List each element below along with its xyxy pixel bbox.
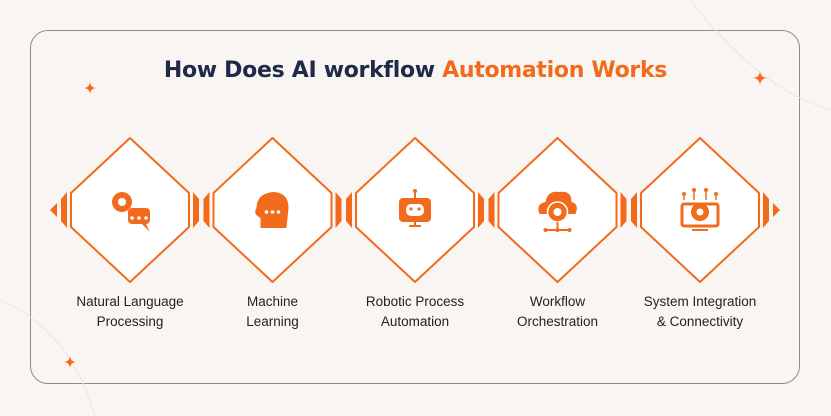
connector-wedge — [763, 192, 769, 228]
step-node — [61, 137, 199, 283]
arrow-left-icon — [50, 203, 57, 217]
decorative-arc — [689, 0, 831, 111]
title-accent: Automation Works — [442, 58, 668, 83]
step-label-line1: Natural Language — [76, 294, 184, 309]
decorative-arc — [0, 299, 96, 416]
step-label-line1: Robotic Process — [365, 294, 465, 309]
connector-wedge — [478, 192, 484, 228]
step-label-line1: Workflow — [529, 294, 586, 309]
connector-wedge — [203, 192, 210, 228]
step-label: System Integration & Connectivity — [615, 292, 785, 332]
title-main: How Does AI workflow — [163, 58, 435, 83]
page-title: How Does AI workflow Automation Works — [0, 58, 831, 83]
connector-wedge — [488, 192, 495, 228]
sparkle-icon — [752, 70, 768, 86]
cloud-gear-icon — [538, 191, 577, 232]
connector-wedge — [61, 192, 67, 228]
step-node — [631, 137, 769, 283]
connector-wedge — [631, 192, 637, 228]
sparkle-icon — [63, 355, 77, 369]
step-node — [488, 137, 627, 283]
connector-wedge — [193, 192, 199, 228]
step-label-line2: Orchestration — [516, 314, 599, 329]
step-node — [203, 137, 342, 283]
step-label-line1: System Integration — [643, 294, 757, 309]
connector-wedge — [346, 192, 352, 228]
step-label-line2: Learning — [246, 314, 299, 329]
connector-wedge — [620, 192, 627, 228]
robot-monitor-icon — [399, 189, 431, 227]
arrow-right-icon — [773, 203, 780, 217]
step-label-line2: & Connectivity — [656, 314, 744, 329]
connector-wedge — [335, 192, 342, 228]
gear-chat-icon — [112, 192, 150, 232]
monitor-gear-icon — [680, 188, 720, 231]
sparkle-icon — [83, 81, 97, 95]
content-card — [30, 30, 800, 384]
step-label-line1: Machine — [246, 294, 299, 309]
step-node — [346, 137, 484, 283]
brain-head-icon — [255, 192, 289, 228]
step-label-line2: Processing — [96, 314, 164, 329]
step-label-line2: Automation — [380, 314, 450, 329]
